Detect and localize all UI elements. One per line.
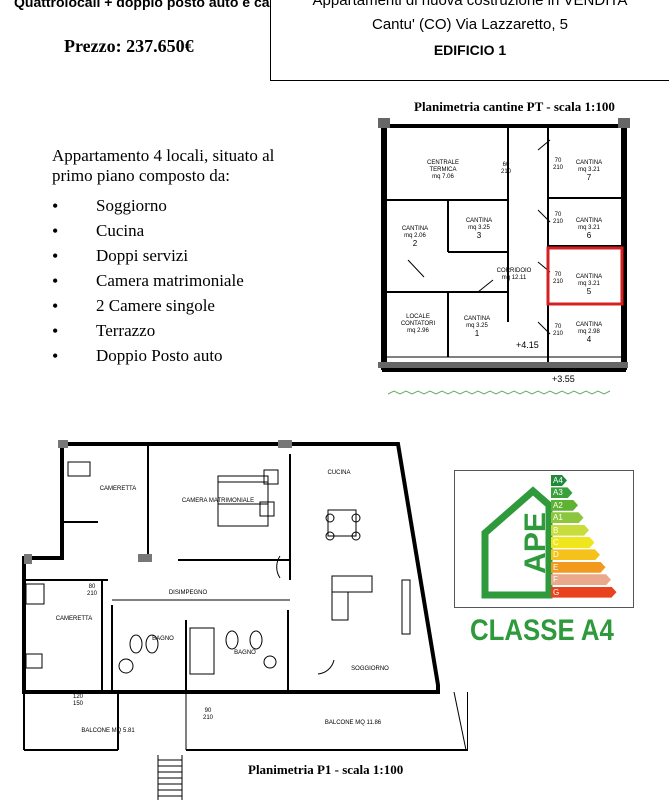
feature-item: Terrazzo <box>52 321 244 346</box>
building: EDIFICIO 1 <box>433 42 507 58</box>
energy-band-a2: A2 <box>551 500 578 511</box>
floor-plan: CAMERETTA CAMERA MATRIMONIALE CUCINA CAM… <box>18 430 469 800</box>
listing-title: Appartamenti di nuova costruzione in VEN… <box>312 0 628 9</box>
header-box: Appartamenti di nuova costruzione in VEN… <box>270 0 669 81</box>
room-balcone-1: BALCONE MQ 5.81 <box>81 728 135 734</box>
room-cameretta-1: CAMERETTA <box>99 486 137 492</box>
energy-band-d: D <box>551 549 600 560</box>
feature-item: Cucina <box>52 221 244 246</box>
feature-item: Soggiorno <box>52 196 244 221</box>
room-bagno-2: BAGNO <box>234 650 256 656</box>
address: Cantu' (CO) Via Lazzaretto, 5 <box>371 16 568 33</box>
description-line-2: primo piano composto da: <box>52 166 231 185</box>
room-disimpegno: DISIMPEGNO <box>168 590 208 596</box>
energy-band-a4: A4 <box>551 475 567 486</box>
listing-subtitle: Quattrolocali + doppio posto auto e cant… <box>14 0 270 10</box>
energy-band-a1: A1 <box>551 512 584 523</box>
description-line-1: Appartamento 4 locali, situato al <box>52 146 275 165</box>
room-balcone-2: BALCONE MQ 11.86 <box>324 720 382 726</box>
room-cameretta-2: CAMERETTA <box>55 616 93 622</box>
energy-band-b: B <box>551 525 589 536</box>
energy-band-f: F <box>551 574 611 585</box>
feature-item: Doppi servizi <box>52 246 244 271</box>
cellar-plan-title: Planimetria cantine PT - scala 1:100 <box>414 99 615 114</box>
cellar-plan-drawing <box>378 118 630 395</box>
energy-band-e: E <box>551 562 606 573</box>
energy-band-g: G <box>551 587 617 598</box>
floor-plan-title: Planimetria P1 - scala 1:100 <box>248 762 404 777</box>
energy-class: CLASSE A4 <box>470 614 614 647</box>
level-mark: +3.55 <box>552 374 575 384</box>
price: Prezzo: 237.650€ <box>64 36 194 56</box>
description: Appartamento 4 locali, situato al primo … <box>52 146 274 186</box>
feature-item: Camera matrimoniale <box>52 271 244 296</box>
room-bagno-1: BAGNO <box>152 636 174 642</box>
ape-text: APE <box>519 512 552 574</box>
floor-plan-drawing <box>22 440 469 800</box>
feature-list: Soggiorno Cucina Doppi servizi Camera ma… <box>52 196 244 371</box>
level-mark: +4.15 <box>516 340 539 350</box>
ape-house-icon: APE <box>481 486 553 599</box>
energy-band-c: C <box>551 537 595 548</box>
feature-item: Doppio Posto auto <box>52 346 244 371</box>
room-soggiorno: SOGGIORNO <box>351 666 389 672</box>
room-cucina: CUCINA <box>327 470 351 476</box>
feature-item: 2 Camere singole <box>52 296 244 321</box>
highlight-cellar-5 <box>546 246 624 306</box>
room-matrimoniale: CAMERA MATRIMONIALE <box>181 498 255 504</box>
energy-band-a3: A3 <box>551 487 573 498</box>
